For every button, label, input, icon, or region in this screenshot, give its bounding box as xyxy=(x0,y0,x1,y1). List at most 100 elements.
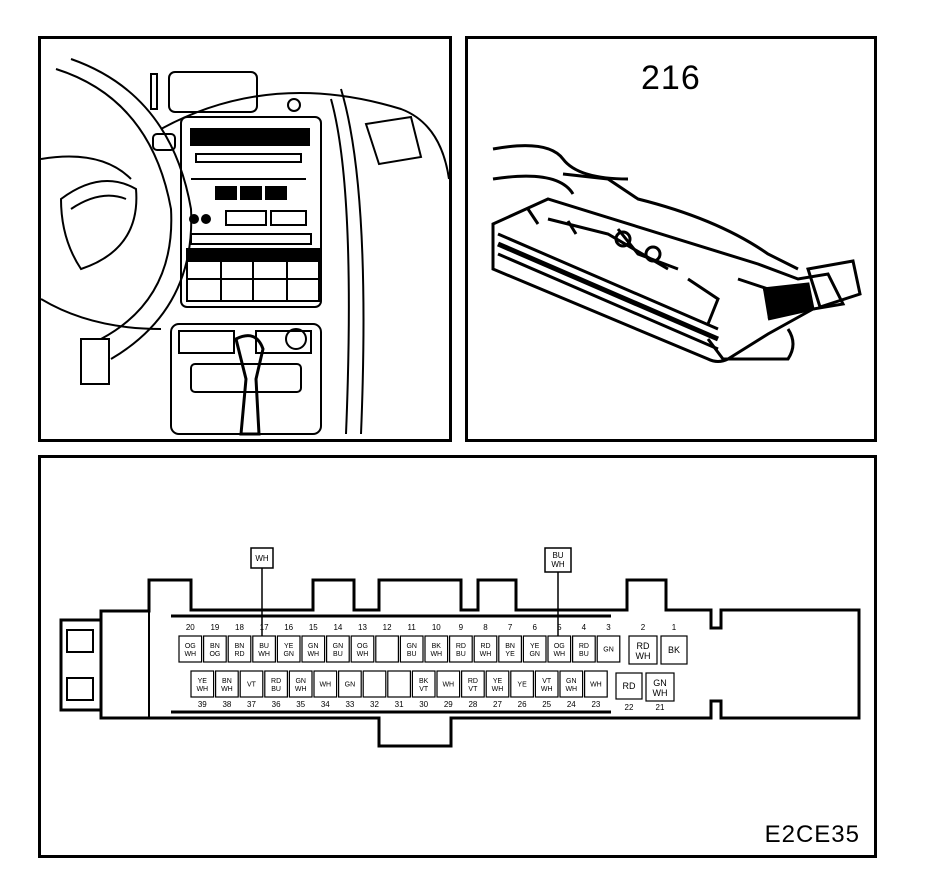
pin-number: 30 xyxy=(419,700,428,709)
pin-cell xyxy=(326,635,350,663)
wire-color: BU xyxy=(407,651,417,658)
pin-cell xyxy=(510,670,534,698)
pin-cell xyxy=(215,670,239,698)
pin-cell xyxy=(534,670,559,698)
pin-number: 16 xyxy=(284,623,293,632)
pin-cell xyxy=(350,635,375,663)
pin-cell xyxy=(411,670,436,698)
pin-31: 31 xyxy=(387,670,411,709)
pin-number: 8 xyxy=(483,623,488,632)
wire-color: BN xyxy=(505,643,515,650)
pin-33: 33 GN xyxy=(338,670,362,709)
dashboard-sketch xyxy=(41,58,449,436)
pin-number: 10 xyxy=(432,623,441,632)
wire-color: WH xyxy=(357,651,369,658)
pin-number: 20 xyxy=(186,623,195,632)
pin-cell xyxy=(264,670,289,698)
connector-number: 216 xyxy=(641,59,701,97)
wire-color: GN xyxy=(529,651,540,658)
pin-number: 19 xyxy=(210,623,219,632)
wire-color: WH xyxy=(541,686,553,693)
pin-number: 3 xyxy=(606,623,611,632)
pin-cell xyxy=(485,670,510,698)
wire-color: WH xyxy=(653,688,668,698)
pin-cell xyxy=(203,635,227,663)
callout-color: WH xyxy=(255,554,269,563)
pin-number: 35 xyxy=(296,700,305,709)
pin-cell xyxy=(424,635,449,663)
wire-color: BK xyxy=(419,678,429,685)
pin-number: 1 xyxy=(672,623,677,632)
pin-3: 3GN xyxy=(596,623,621,663)
wire-color: OG xyxy=(357,643,368,650)
wire-color: RD xyxy=(623,681,636,691)
pin-cell xyxy=(473,635,498,663)
wire-color: WH xyxy=(492,686,504,693)
wire-color: WH xyxy=(221,686,233,693)
connector-sketch xyxy=(491,144,862,363)
wire-color: GN xyxy=(653,678,667,688)
pin-12: 12 xyxy=(375,623,399,663)
wire-color: RD xyxy=(637,641,650,651)
pin-number: 21 xyxy=(656,703,665,712)
wire-color: RD xyxy=(579,643,589,650)
pin-22: 22 RD xyxy=(615,672,643,712)
pin-cell xyxy=(313,670,338,698)
callout-box xyxy=(250,547,274,569)
pin-cell xyxy=(571,635,596,663)
pin-cell xyxy=(522,635,547,663)
pin-number: 22 xyxy=(625,703,634,712)
wire-color: YE xyxy=(198,678,208,685)
wire-color: BU xyxy=(271,686,281,693)
wire-color: VT xyxy=(247,681,257,688)
pin-number: 29 xyxy=(444,700,453,709)
pin-cell xyxy=(252,635,277,663)
pin-number: 31 xyxy=(395,700,404,709)
wire-color: GN xyxy=(345,681,356,688)
pin-number: 2 xyxy=(641,623,646,632)
pin-cell xyxy=(615,672,643,700)
pin-number: 17 xyxy=(260,623,269,632)
wire-color: WH xyxy=(480,651,492,658)
wire-color: BU xyxy=(456,651,466,658)
wire-color: WH xyxy=(196,686,208,693)
pin-cell xyxy=(559,670,584,698)
pin-cell xyxy=(461,670,485,698)
wire-color: RD xyxy=(456,643,466,650)
pin-number: 33 xyxy=(345,700,354,709)
wire-color: GN xyxy=(308,643,319,650)
pin-number: 27 xyxy=(493,700,502,709)
pin-number: 14 xyxy=(333,623,342,632)
connector-latch xyxy=(59,618,103,712)
pin-cell xyxy=(449,635,473,663)
pin-cell xyxy=(178,635,203,663)
wire-color: VT xyxy=(542,678,552,685)
wire-color: BN xyxy=(235,643,245,650)
pin-number: 15 xyxy=(309,623,318,632)
wire-color: GN xyxy=(566,678,577,685)
pin-cell xyxy=(338,670,362,698)
wire-color: WH xyxy=(565,686,577,693)
wire-color: YE xyxy=(284,643,294,650)
wire-color: OG xyxy=(185,643,196,650)
pin-number: 5 xyxy=(557,623,562,632)
wire-color: VT xyxy=(468,686,478,693)
wire-color: OG xyxy=(209,651,220,658)
pin-29: 29 WH xyxy=(436,670,461,709)
pin-cell xyxy=(239,670,264,698)
wire-color: WH xyxy=(442,681,454,688)
pin-number: 11 xyxy=(408,623,417,632)
